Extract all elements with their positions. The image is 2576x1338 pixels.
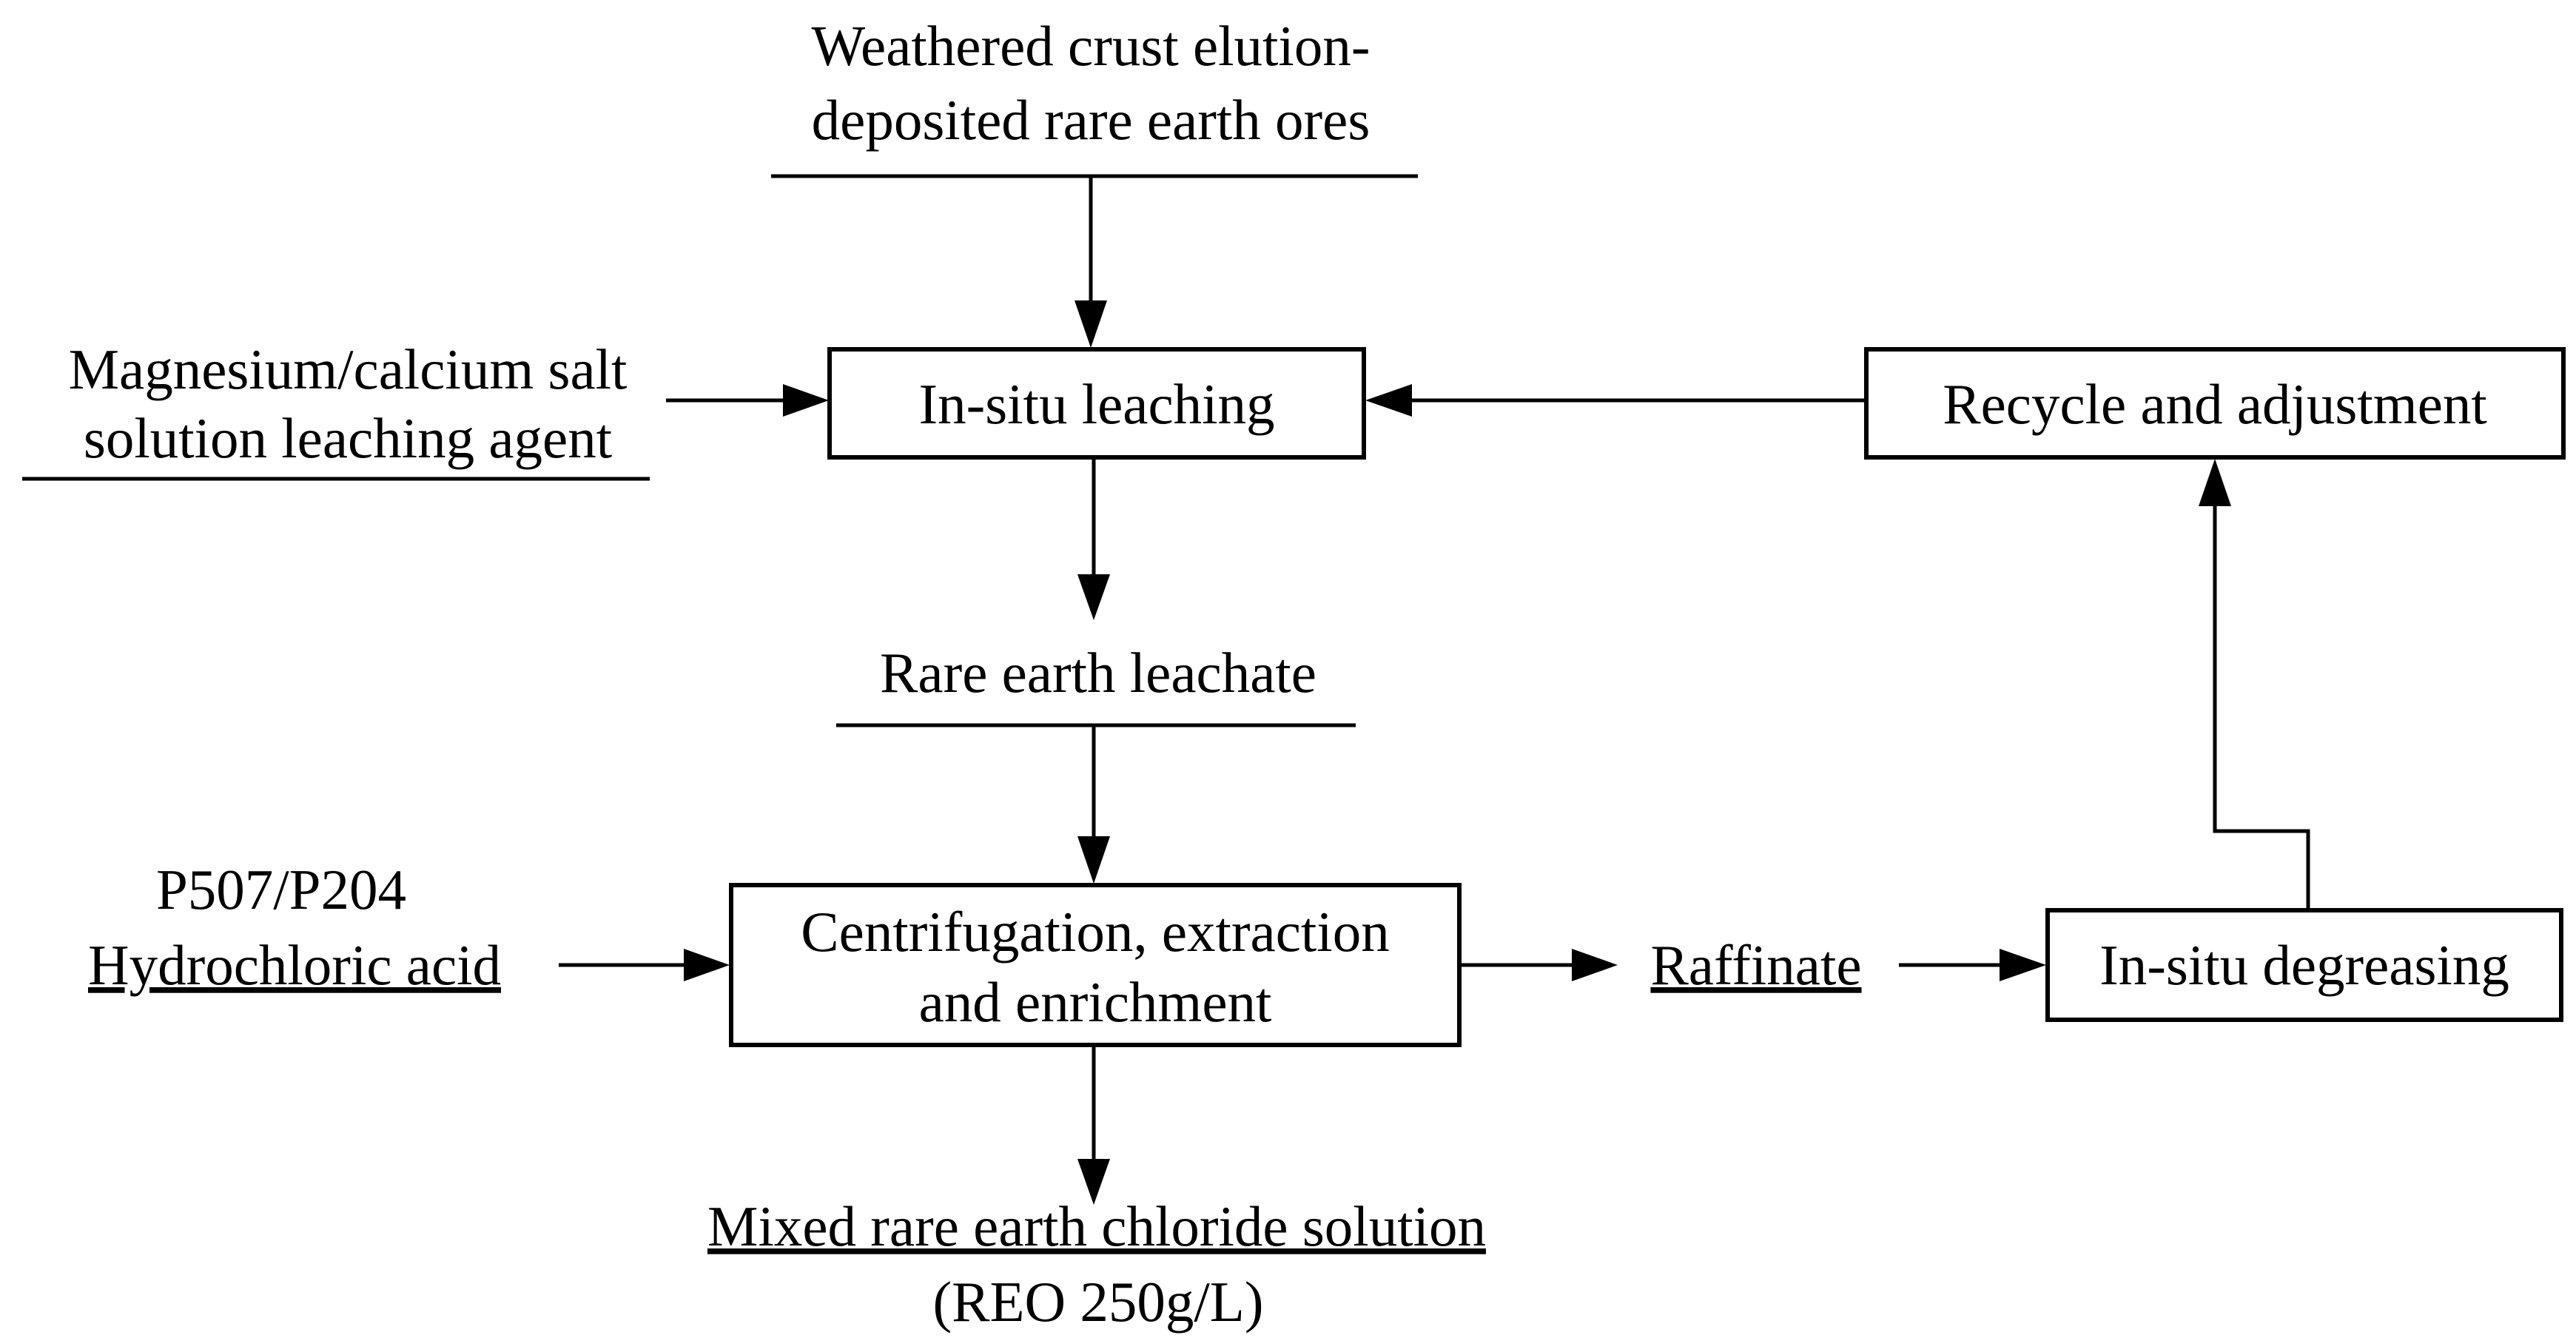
reagents-label-line2: Hydrochloric acid <box>88 933 501 997</box>
arrowhead <box>1077 1159 1110 1205</box>
node-ore: Weathered crust elution- deposited rare … <box>771 14 1418 178</box>
edge-recycle-to-leaching <box>1365 384 1865 417</box>
centrifugation-label-line2: and enrichment <box>919 970 1272 1034</box>
edge-centrifugation-to-raffinate <box>1461 949 1618 981</box>
degreasing-box <box>2045 908 2563 1022</box>
node-recycle: Recycle and adjustment <box>1864 347 2566 460</box>
leachate-label: Rare earth leachate <box>880 641 1316 705</box>
reagents-label-line1: P507/P204 <box>156 858 406 921</box>
arrowhead <box>684 949 730 981</box>
edge-leachate-to-centrifugation <box>1077 727 1110 884</box>
edge-line <box>2213 503 2310 909</box>
arrowhead <box>783 384 829 417</box>
arrowhead <box>2000 949 2046 981</box>
ore-label-line1: Weathered crust elution- <box>812 14 1371 78</box>
ore-label-line2: deposited rare earth ores <box>812 88 1371 152</box>
node-in-situ-leaching: In-situ leaching <box>827 347 1366 460</box>
centrifugation-box <box>729 883 1462 1047</box>
node-leachate: Rare earth leachate <box>836 641 1356 727</box>
degreasing-label: In-situ degreasing <box>2099 933 2509 997</box>
edge-leaching-to-leachate <box>1077 459 1110 620</box>
node-reagents: P507/P204 Hydrochloric acid <box>88 858 501 997</box>
raffinate-label: Raffinate <box>1650 933 1861 997</box>
arrowhead <box>1572 949 1618 981</box>
arrowhead <box>1365 384 1412 417</box>
node-leaching-agent: Magnesium/calcium salt solution leaching… <box>22 337 650 481</box>
in-situ-leaching-label: In-situ leaching <box>918 372 1274 436</box>
leaching-agent-label-line1: Magnesium/calcium salt <box>69 337 628 401</box>
edge-degreasing-to-recycle <box>2199 459 2310 909</box>
node-centrifugation: Centrifugation, extraction and enrichmen… <box>729 883 1462 1047</box>
centrifugation-label-line1: Centrifugation, extraction <box>801 900 1389 964</box>
arrowhead <box>1077 574 1110 620</box>
node-product: Mixed rare earth chloride solution (REO … <box>707 1194 1486 1334</box>
edge-reagents-to-centrifugation <box>559 949 730 981</box>
arrowhead <box>1077 836 1110 884</box>
edge-raffinate-to-degreasing <box>1899 949 2046 981</box>
node-degreasing: In-situ degreasing <box>2045 908 2563 1022</box>
product-label-line1: Mixed rare earth chloride solution <box>707 1194 1486 1258</box>
arrowhead <box>1075 300 1107 348</box>
arrowhead <box>2199 459 2231 506</box>
recycle-box <box>1864 347 2566 460</box>
edge-ore-to-leaching <box>1075 178 1107 348</box>
leaching-agent-label-line2: solution leaching agent <box>84 406 612 470</box>
in-situ-leaching-box <box>827 347 1366 460</box>
edge-agent-to-leaching <box>666 384 829 417</box>
edge-centrifugation-to-product <box>1077 1046 1110 1205</box>
node-raffinate: Raffinate <box>1650 933 1861 997</box>
recycle-label: Recycle and adjustment <box>1943 372 2487 436</box>
product-label-line2: (REO 250g/L) <box>933 1270 1264 1334</box>
